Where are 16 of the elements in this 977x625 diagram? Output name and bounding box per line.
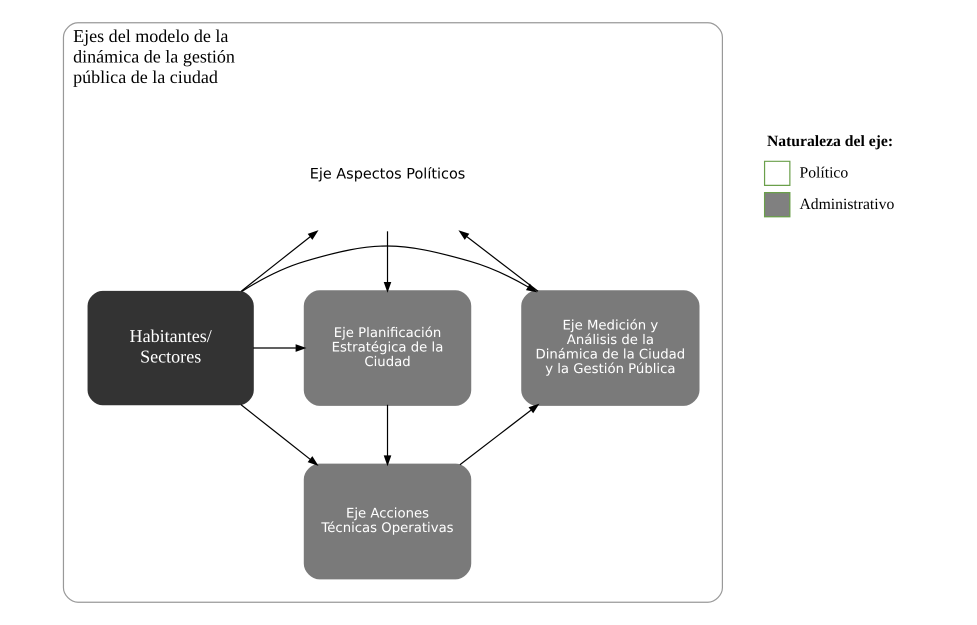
node-text: Eje Aspectos Políticos	[309, 166, 465, 182]
arrow	[240, 404, 318, 466]
node-box: Eje Planificación Estratégica de la Ciudad	[303, 290, 471, 406]
arrow	[459, 404, 539, 466]
node-box: Eje Acciones Técnicas Operativas	[303, 464, 471, 580]
node-box: Eje Medición y Análisis de la Dinámica de la Ciudad y la Gestión Pública	[520, 290, 700, 406]
label: Naturaleza del eje:	[766, 133, 893, 150]
arrow	[252, 344, 306, 352]
legend-label: Político	[799, 164, 848, 182]
arrow	[240, 230, 318, 292]
arrow	[383, 404, 391, 466]
arrow	[383, 231, 391, 293]
arrow	[458, 230, 538, 292]
node-box: Habitantes/ Sectores	[87, 290, 254, 406]
legend-label: Administrativo	[799, 196, 894, 213]
arrow	[241, 245, 537, 292]
